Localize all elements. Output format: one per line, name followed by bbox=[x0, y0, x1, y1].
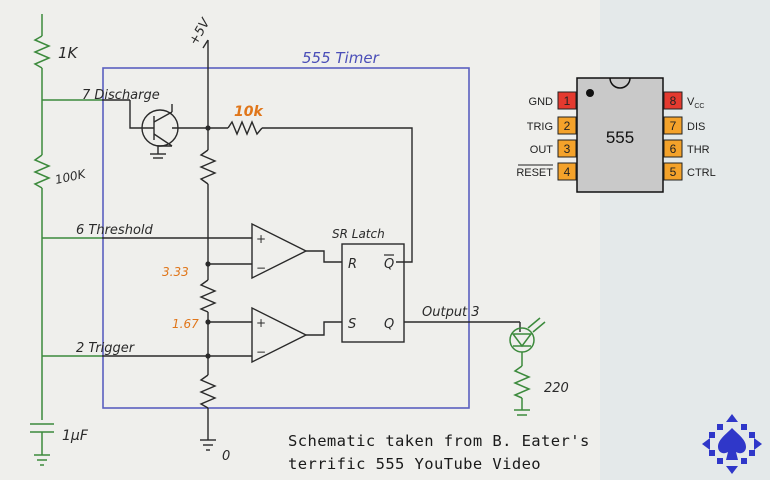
pin-6-num: 6 bbox=[670, 142, 677, 156]
pin-2-box bbox=[557, 116, 577, 135]
led-circuit bbox=[509, 317, 546, 416]
pin-1-num: 1 bbox=[564, 94, 571, 108]
pin-8-num: 8 bbox=[670, 94, 677, 108]
caption-line-1: Schematic taken from B. Eater's bbox=[288, 432, 590, 450]
chip-body bbox=[576, 77, 664, 193]
chip-name: 555 bbox=[606, 128, 634, 147]
ten-k-label: 10k bbox=[234, 104, 264, 120]
caption-line-2: terrific 555 YouTube Video bbox=[288, 455, 542, 473]
pin-5-num: 5 bbox=[670, 165, 677, 179]
pin-2-label: TRIG bbox=[527, 121, 553, 133]
chip-notch bbox=[609, 77, 631, 89]
node-dots bbox=[205, 125, 211, 359]
latch-title: SR Latch bbox=[332, 227, 385, 241]
pin-7-box bbox=[663, 116, 683, 135]
pin-6-label: THR bbox=[687, 144, 710, 156]
pin-1-box bbox=[557, 91, 577, 110]
pin-4-label: RESET bbox=[516, 167, 553, 179]
pin-3-num: 3 bbox=[564, 142, 571, 156]
pin-5-box bbox=[663, 162, 683, 181]
pin-7-num: 7 bbox=[670, 119, 677, 133]
comparator-top-plus: + bbox=[256, 232, 266, 246]
pin-8-label-main: V bbox=[687, 96, 695, 108]
latch-qbar-label: Q bbox=[384, 257, 394, 272]
lower-voltage-label: 1.67 bbox=[172, 317, 199, 331]
comparator-bottom-plus: + bbox=[256, 316, 266, 330]
capacitor-label: 1μF bbox=[62, 428, 89, 444]
rc-network-wiring bbox=[30, 14, 102, 466]
resistor-1k-label: 1K bbox=[58, 44, 79, 62]
paper-background bbox=[0, 0, 600, 480]
latch-r-label: R bbox=[348, 257, 357, 272]
pin-8-box bbox=[663, 91, 683, 110]
pin2-label: 2 Trigger bbox=[76, 341, 136, 356]
pin-4-num: 4 bbox=[564, 165, 571, 179]
pin-4-box bbox=[557, 162, 577, 181]
pin-8-label-sub: CC bbox=[694, 103, 704, 110]
pin-1-label: GND bbox=[529, 96, 554, 108]
pin-3-box bbox=[557, 139, 577, 158]
output-label: Output 3 bbox=[422, 305, 480, 320]
pin-3-label: OUT bbox=[530, 144, 554, 156]
internal-wiring bbox=[102, 39, 521, 451]
pin-6-box bbox=[663, 139, 683, 158]
resistor-100k-label: 100K bbox=[54, 167, 88, 187]
comparator-bottom-minus: − bbox=[256, 345, 266, 359]
comparator-top-minus: − bbox=[256, 261, 266, 275]
timer-box-title: 555 Timer bbox=[302, 49, 380, 67]
caption: Schematic taken from B. Eater's terrific … bbox=[288, 430, 590, 476]
pin-5-label: CTRL bbox=[687, 167, 716, 179]
upper-voltage-label: 3.33 bbox=[162, 265, 189, 279]
pin6-label: 6 Threshold bbox=[76, 223, 154, 238]
right-panel-background bbox=[600, 0, 770, 480]
chip-pinout: 555 1 GND 2 TRIG 3 OUT 4 RESET 8 VCC 7 D… bbox=[516, 77, 716, 193]
pin-8-label: VCC bbox=[687, 96, 704, 110]
pin7-label: 7 Discharge bbox=[82, 88, 160, 103]
latch-s-label: S bbox=[348, 317, 356, 332]
led-resistor-label: 220 bbox=[544, 381, 569, 396]
spade-logo-icon bbox=[702, 414, 762, 474]
pin-2-num: 2 bbox=[564, 119, 571, 133]
latch-q-label: Q bbox=[384, 317, 394, 332]
ground-label: 0 bbox=[222, 449, 230, 464]
pin-7-label: DIS bbox=[687, 121, 705, 133]
chip-pin1-dot bbox=[586, 89, 594, 97]
